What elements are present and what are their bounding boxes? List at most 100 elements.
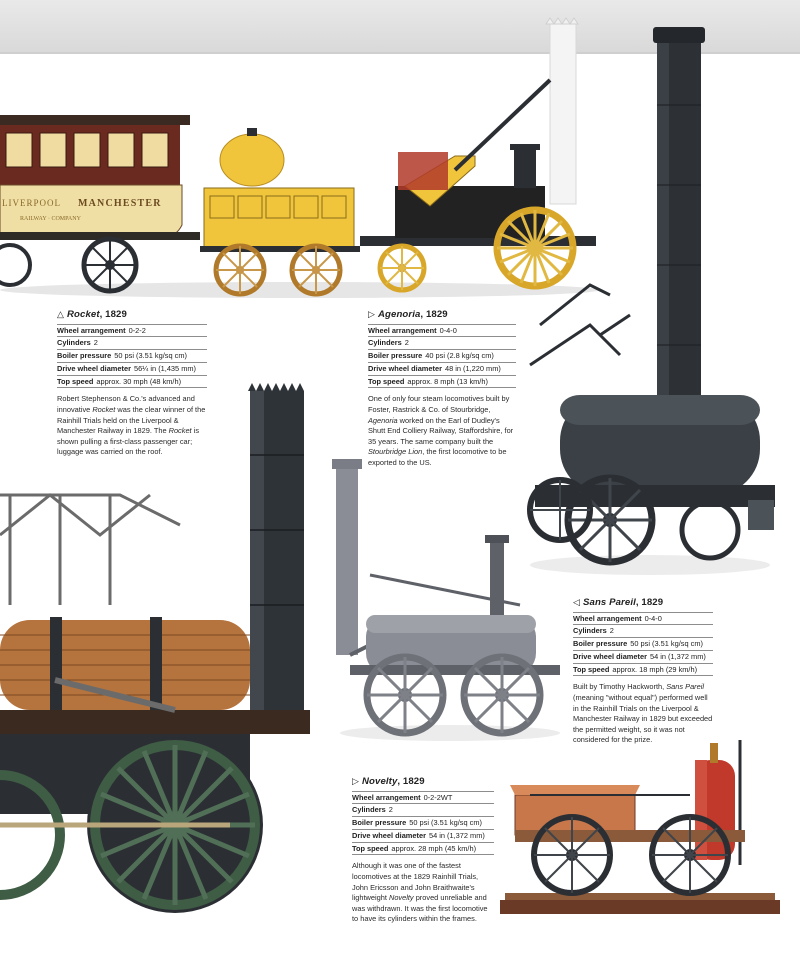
spec-value: 40 psi (2.8 kg/sq cm) bbox=[425, 351, 494, 361]
rocket-tender bbox=[200, 128, 360, 297]
coach-lettering-left: LIVERPOOL bbox=[2, 198, 61, 208]
novelty-year: , 1829 bbox=[397, 776, 425, 787]
spec-key: Boiler pressure bbox=[57, 351, 112, 361]
rocket-detail-wheel-left bbox=[0, 770, 65, 900]
rocket-name: Rocket bbox=[67, 309, 100, 320]
spec-key: Drive wheel diameter bbox=[352, 830, 426, 840]
spec-value: 2 bbox=[93, 338, 98, 348]
spec-value: 0-4-0 bbox=[439, 325, 457, 335]
rocket-train-image: LIVERPOOL MANCHESTER RAILWAY · COMPANY bbox=[0, 17, 682, 298]
spec-key: Cylinders bbox=[352, 805, 386, 815]
sans-pareil-wheel-left bbox=[363, 653, 447, 737]
tender-wheel-left bbox=[213, 243, 267, 297]
sans-pareil-title: ◁Sans Pareil, 1829 bbox=[573, 597, 713, 610]
white-column bbox=[545, 17, 579, 205]
novelty-image bbox=[500, 740, 780, 914]
sans-pareil-year: , 1829 bbox=[635, 597, 664, 608]
spec-value: 56¼ in (1,435 mm) bbox=[133, 363, 196, 373]
sans-pareil-wheel-right bbox=[460, 653, 544, 737]
agenoria-title: ▷Agenoria, 1829 bbox=[368, 309, 516, 322]
spec-key: Wheel arrangement bbox=[352, 792, 421, 802]
spec-key: Wheel arrangement bbox=[573, 613, 642, 623]
spec-key: Top speed bbox=[368, 376, 405, 386]
spec-key: Cylinders bbox=[57, 338, 91, 348]
rocket-detail-image bbox=[0, 383, 310, 913]
novelty-name: Novelty bbox=[362, 776, 398, 787]
novelty-title: ▷Novelty, 1829 bbox=[352, 776, 494, 789]
spec-key: Top speed bbox=[57, 376, 94, 386]
spec-value: approx. 8 mph (13 km/h) bbox=[407, 376, 488, 386]
spec-value: 0-2-2 bbox=[128, 325, 146, 335]
spec-value: approx. 18 mph (29 km/h) bbox=[612, 664, 698, 674]
sans-pareil-marker: ◁ bbox=[573, 597, 581, 607]
spec-key: Drive wheel diameter bbox=[368, 363, 442, 373]
rocket-drive-wheel bbox=[493, 206, 577, 290]
spec-value: 0-4-0 bbox=[644, 613, 662, 623]
agenoria-image bbox=[527, 27, 775, 575]
spec-key: Wheel arrangement bbox=[57, 325, 126, 335]
coach-lettering-sub: RAILWAY · COMPANY bbox=[20, 216, 82, 222]
spec-value: 2 bbox=[609, 626, 614, 636]
rocket-description: Robert Stephenson & Co.'s advanced and i… bbox=[57, 394, 206, 457]
sans-pareil-description: Built by Timothy Hackworth, Sans Pareil … bbox=[573, 682, 713, 745]
spec-value: 50 psi (3.51 kg/sq cm) bbox=[409, 818, 482, 828]
spec-value: 0-2-2WT bbox=[423, 792, 453, 802]
spec-value: 54 in (1,372 mm) bbox=[649, 651, 706, 661]
agenoria-description: One of only four steam locomotives built… bbox=[368, 394, 514, 467]
agenoria-wheel-far bbox=[679, 499, 741, 561]
rocket-title: △Rocket, 1829 bbox=[57, 309, 207, 322]
spec-value: 2 bbox=[388, 805, 393, 815]
novelty-wheel-left bbox=[531, 814, 613, 896]
agenoria-marker: ▷ bbox=[368, 309, 376, 319]
spec-value: 50 psi (3.51 kg/sq cm) bbox=[114, 351, 187, 361]
spec-value: approx. 28 mph (45 km/h) bbox=[391, 843, 477, 853]
sans-pareil-image bbox=[332, 459, 560, 741]
rocket-trailing-wheel bbox=[377, 243, 427, 293]
agenoria-wheel-rear bbox=[527, 477, 593, 543]
rocket-year: , 1829 bbox=[99, 309, 127, 320]
spec-key: Boiler pressure bbox=[352, 818, 407, 828]
coach-lettering: MANCHESTER bbox=[78, 198, 162, 209]
spec-key: Cylinders bbox=[368, 338, 402, 348]
spec-key: Boiler pressure bbox=[573, 639, 628, 649]
spec-value: 48 in (1,220 mm) bbox=[444, 363, 501, 373]
sans-pareil-name: Sans Pareil bbox=[583, 597, 636, 608]
spec-key: Drive wheel diameter bbox=[57, 363, 131, 373]
agenoria-name: Agenoria bbox=[378, 309, 421, 320]
rocket-locomotive bbox=[360, 78, 596, 293]
spec-value: approx. 30 mph (48 km/h) bbox=[96, 376, 182, 386]
novelty-description: Although it was one of the fastest locom… bbox=[352, 861, 488, 924]
novelty-marker: ▷ bbox=[352, 776, 360, 786]
spec-key: Wheel arrangement bbox=[368, 325, 437, 335]
passenger-coach: LIVERPOOL MANCHESTER RAILWAY · COMPANY bbox=[0, 115, 200, 294]
spec-key: Top speed bbox=[352, 843, 389, 853]
